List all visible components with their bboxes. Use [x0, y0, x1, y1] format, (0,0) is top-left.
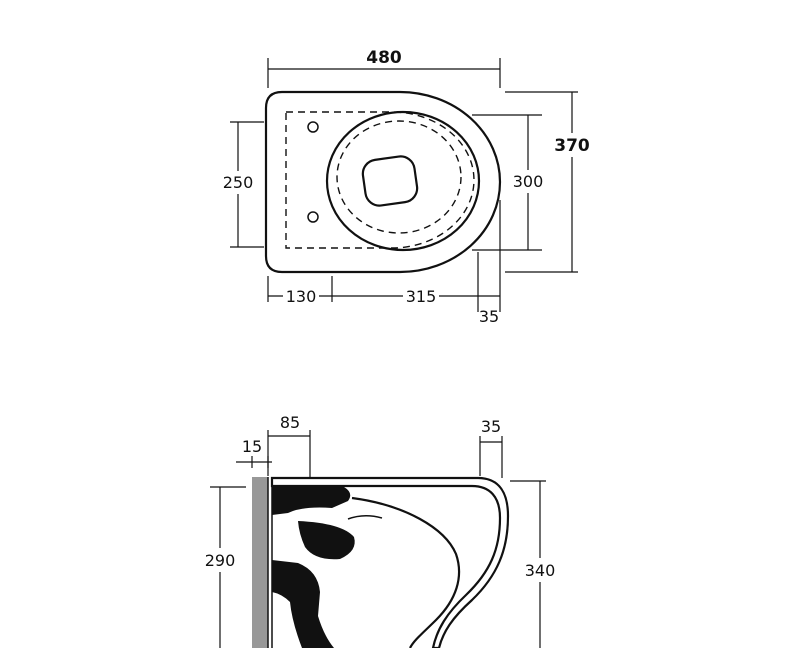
dim-315-mask: [403, 285, 439, 307]
dim-480: 480: [267, 48, 501, 88]
dim-130-mask: [283, 285, 319, 307]
seat-dashed-outline: [285, 111, 475, 249]
dim-15: 15: [236, 437, 272, 468]
dim-250-mask: [217, 171, 259, 194]
fixing-hole-bottom: [307, 211, 319, 223]
dim-370-label: 370: [554, 136, 590, 156]
bowl-rim-ellipse: [325, 110, 481, 252]
dim-370-mask: [551, 133, 593, 157]
dim-315-label: 315: [406, 287, 437, 306]
dim-35-top-label: 35: [479, 307, 499, 326]
dim-130-label: 130: [286, 287, 317, 306]
bowl-inner-dashed-ellipse: [336, 120, 462, 234]
dim-290-label: 290: [205, 551, 236, 570]
top-view: 480 250 300 370 130 315 35: [217, 48, 593, 326]
dim-370: 370: [505, 91, 593, 273]
dim-bottom-lines: [267, 200, 501, 312]
dim-bottom-row: 130 315 35: [267, 200, 501, 326]
bowl-interior-curve: [351, 496, 461, 648]
dim-300: 300: [472, 114, 549, 251]
wall-panel: [252, 477, 268, 648]
dim-480-label: 480: [366, 48, 402, 68]
dim-340: 340: [510, 480, 562, 648]
dim-35-side-lines: [479, 436, 503, 478]
dim-35-side-label: 35: [481, 417, 501, 436]
dim-340-label: 340: [525, 561, 556, 580]
trap-section: [272, 560, 334, 648]
dim-370-lines: [505, 91, 578, 273]
dim-340-mask: [518, 558, 562, 582]
dim-300-mask: [507, 170, 549, 193]
pan-plan-outline: [264, 90, 502, 274]
dim-300-label: 300: [513, 172, 544, 191]
drain-outline: [361, 155, 419, 207]
dim-85-label: 85: [280, 413, 300, 432]
dim-290: 290: [198, 486, 246, 648]
fixing-hole-top: [307, 121, 319, 133]
dim-480-lines: [267, 58, 501, 88]
dim-85-lines: [267, 430, 311, 478]
dim-15-lines: [236, 456, 272, 468]
dim-85: 85: [267, 413, 311, 478]
dim-290-mask: [198, 548, 242, 572]
dim-250-label: 250: [223, 173, 254, 192]
inlet-channel-section: [298, 521, 355, 560]
dim-35-side: 35: [479, 417, 503, 478]
flush-rim-section: [272, 487, 351, 515]
dim-250: 250: [217, 121, 264, 248]
water-line-mark: [347, 515, 383, 520]
dim-15-label: 15: [242, 437, 262, 456]
side-view: 85 15 35 290 340: [198, 413, 562, 648]
